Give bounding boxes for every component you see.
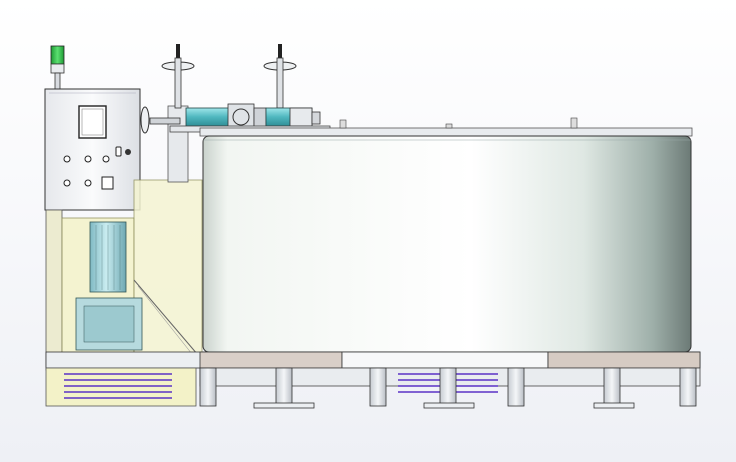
hmi-screen <box>78 105 107 139</box>
signal-tower <box>50 45 65 90</box>
main-tank <box>199 117 693 353</box>
support-legs <box>199 367 697 409</box>
heat-exchanger-coils <box>64 373 498 399</box>
emergency-stop <box>101 176 114 190</box>
control-cabinet <box>44 88 141 211</box>
key-switch-icon <box>115 146 122 157</box>
handwheel-right[interactable] <box>263 44 297 109</box>
side-handwheel[interactable] <box>140 106 150 134</box>
handwheel-left[interactable] <box>161 44 195 109</box>
cabinet-buttons <box>63 155 110 187</box>
drive-motor <box>75 221 143 351</box>
